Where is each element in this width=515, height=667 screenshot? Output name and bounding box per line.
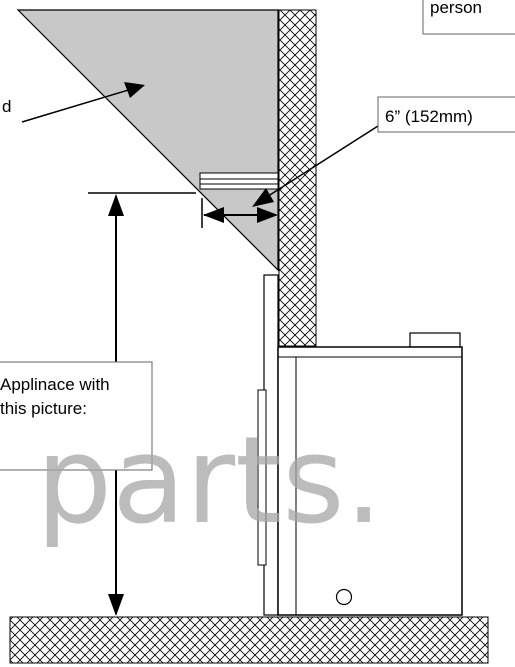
top-right-callout: person: [422, 0, 515, 35]
appliance: [257, 274, 463, 616]
clearance-leader: [252, 125, 379, 207]
appliance-note-line1: Applinace with: [0, 375, 110, 394]
clearance-callout: 6” (152mm): [377, 96, 515, 133]
hood-label-fragment: d: [2, 97, 11, 116]
appliance-note-line2: this picture:: [0, 399, 87, 418]
floor: [9, 616, 489, 664]
appliance-knob: [335, 588, 353, 606]
watermark: parts.: [36, 412, 383, 551]
top-right-callout-text: person: [430, 0, 482, 17]
flue-collar: [199, 172, 279, 190]
appliance-note: Applinace with this picture:: [0, 361, 153, 471]
clearance-label: 6” (152mm): [385, 107, 473, 126]
clearance-dimension: [201, 198, 278, 228]
hood-leader: [21, 82, 145, 123]
range-hood: [16, 9, 279, 272]
